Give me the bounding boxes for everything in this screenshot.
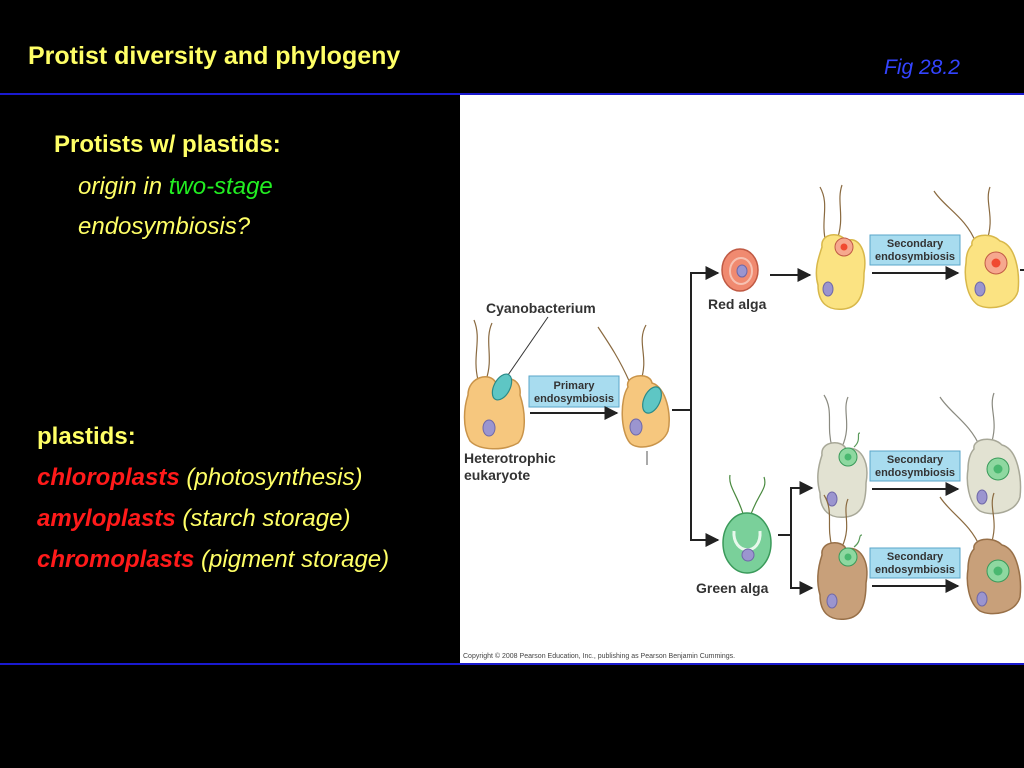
plastid-type-amyloplasts: amyloplasts (starch storage) [37, 505, 350, 533]
heterotrophic-eukaryote-cell [463, 319, 525, 450]
plastid-desc: (photosynthesis) [186, 464, 363, 491]
copyright-notice: Copyright © 2008 Pearson Education, Inc.… [463, 652, 735, 660]
secondary-endosymbiosis-box-1 [869, 234, 961, 266]
label-heterotrophic-1: Heterotrophic [464, 450, 556, 466]
primary-box-line-1: Primary [554, 380, 596, 392]
label-red-alga: Red alga [708, 296, 767, 312]
secondary-endosymbiosis-box-3 [869, 547, 961, 579]
yellow-secondary-cell [933, 186, 1024, 309]
secondary-box-3-line-2: endosymbiosis [875, 564, 955, 576]
plastid-name: amyloplasts [37, 505, 176, 532]
label-cyanobacterium: Cyanobacterium [486, 300, 596, 316]
label-heterotrophic-2: eukaryote [464, 467, 530, 483]
origin-prefix: origin in [78, 173, 169, 200]
gray-host-cell [817, 394, 868, 519]
cyanobacterium-pointer [507, 316, 549, 376]
origin-line-1: origin in two-stage [78, 173, 273, 201]
secondary-endosymbiosis-box-2 [869, 450, 961, 482]
plastid-origin-heading: Protists w/ plastids: [54, 131, 281, 158]
plastid-desc: (starch storage) [182, 505, 351, 532]
secondary-box-3-line-1: Secondary [887, 551, 944, 563]
endosymbiosis-diagram: Cyanobacterium Heterotrophic eukaryote P… [463, 184, 1024, 660]
origin-line-2: endosymbiosis? [78, 213, 251, 240]
bottom-divider [0, 663, 1024, 665]
green-branch-arrow-top [778, 481, 814, 536]
yellow-host-cell [815, 184, 866, 311]
green-alga-cell [722, 474, 772, 574]
branch-arrow-green [690, 410, 720, 547]
primary-endosymbiosis-box [528, 375, 620, 408]
figure-reference: Fig 28.2 [884, 56, 960, 79]
plastid-desc: (pigment storage) [201, 546, 390, 573]
secondary-box-1-line-1: Secondary [887, 238, 944, 250]
gray-secondary-cell [939, 392, 1022, 515]
secondary-box-1-line-2: endosymbiosis [875, 251, 955, 263]
plastid-name: chloroplasts [37, 464, 180, 491]
branch-arrow-red [672, 266, 720, 411]
plastid-types-heading: plastids: [37, 423, 136, 450]
brown-host-cell [817, 494, 868, 621]
secondary-box-2-line-1: Secondary [887, 454, 944, 466]
plastid-type-chromoplasts: chromoplasts (pigment storage) [37, 546, 389, 574]
label-green-alga: Green alga [696, 580, 769, 596]
secondary-box-2-line-2: endosymbiosis [875, 467, 955, 479]
cyanobacterium-cell [491, 373, 513, 401]
primary-box-line-2: endosymbiosis [534, 393, 614, 405]
plastid-name: chromoplasts [37, 546, 195, 573]
primary-endosymbiont-cell [597, 324, 670, 465]
top-divider [0, 93, 1024, 95]
red-alga-cell [721, 248, 759, 292]
green-branch-arrow-bottom [790, 535, 814, 595]
slide-title: Protist diversity and phylogeny [28, 42, 401, 70]
brown-secondary-cell [939, 492, 1022, 615]
two-stage-highlight: two-stage [168, 173, 273, 200]
endosymbiosis-figure: Cyanobacterium Heterotrophic eukaryote P… [460, 95, 1024, 663]
plastid-type-chloroplasts: chloroplasts (photosynthesis) [37, 464, 362, 492]
